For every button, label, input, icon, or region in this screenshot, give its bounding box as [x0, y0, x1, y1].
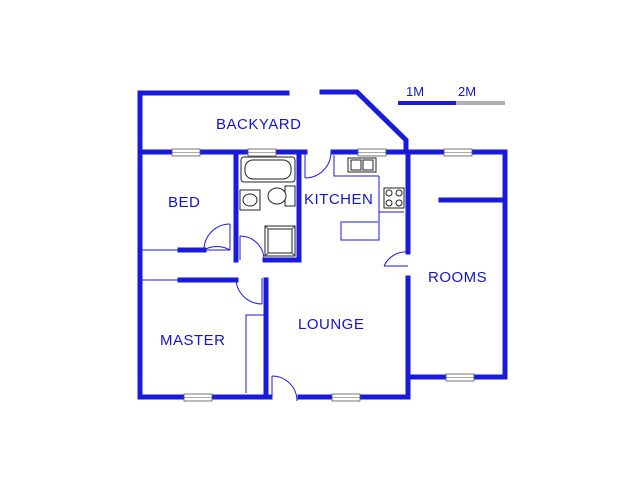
fixtures: [239, 156, 405, 257]
wall-backyard-west: [137, 90, 290, 151]
walls: [137, 89, 508, 400]
room-labels: BACKYARD BED KITCHEN ROOMS LOUNGE MASTER: [160, 116, 487, 349]
doors: [203, 151, 409, 402]
door-front: [271, 375, 298, 402]
bed-cupboard-outline: [141, 250, 200, 281]
kitchen-counter-side: [340, 211, 404, 241]
scale-label-2m: 2M: [458, 84, 476, 99]
scale-bar: 1M 2M: [398, 84, 505, 105]
door-rooms: [383, 251, 409, 267]
room-label-backyard: BACKYARD: [216, 116, 301, 133]
basin-icon: [239, 189, 261, 211]
door-kitchen-backyard: [304, 151, 332, 179]
window-bathroom: [247, 148, 277, 157]
window-lounge: [331, 393, 361, 402]
room-label-master: MASTER: [160, 332, 226, 349]
window-master: [183, 393, 213, 402]
shower-icon: [264, 225, 296, 257]
stove-icon: [383, 187, 405, 209]
kitchen-counter-top: [333, 155, 379, 177]
door-master: [235, 278, 263, 305]
master-cupboard-outline: [245, 314, 264, 393]
window-kitchen: [357, 148, 387, 157]
room-label-lounge: LOUNGE: [298, 316, 364, 333]
sink-icon: [347, 157, 377, 173]
thin-lines: [141, 155, 404, 393]
bathtub-icon: [240, 156, 296, 183]
wall-backyard-east-diagonal: [319, 89, 409, 155]
room-label-kitchen: KITCHEN: [304, 191, 373, 208]
door-bathroom: [239, 235, 265, 261]
window-rooms-north: [443, 148, 473, 157]
scale-label-1m: 1M: [406, 84, 424, 99]
windows: [171, 148, 475, 402]
window-bed: [171, 148, 201, 157]
toilet-icon: [267, 185, 296, 207]
window-rooms-south: [445, 373, 475, 382]
room-label-rooms: ROOMS: [428, 269, 487, 286]
door-bed: [203, 223, 231, 251]
room-label-bed: BED: [168, 194, 200, 211]
